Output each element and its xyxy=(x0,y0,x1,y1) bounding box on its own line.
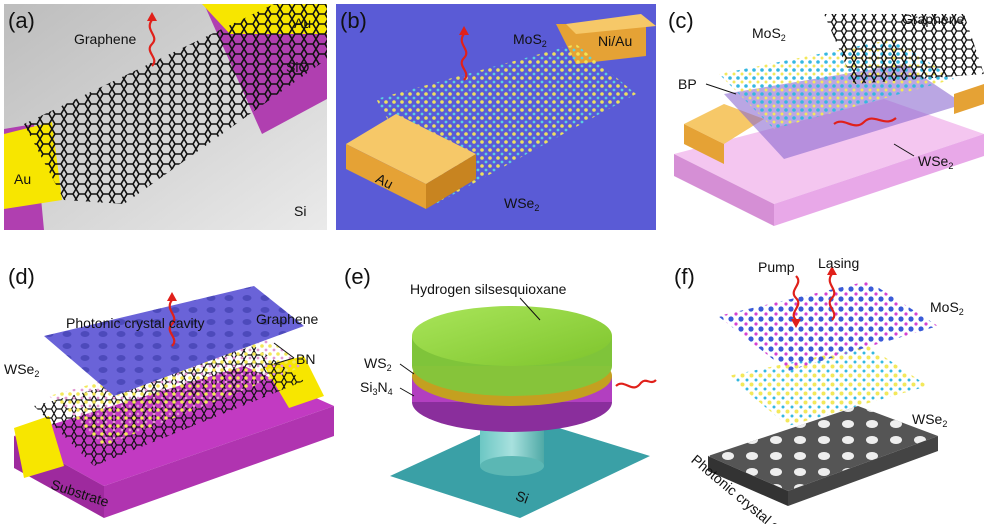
photon-emission-arrow xyxy=(460,33,468,81)
bn-pointer-2 xyxy=(273,357,295,365)
arrow-head-icon xyxy=(147,12,157,21)
graphene-layer xyxy=(824,14,984,84)
photon-emission-arrow xyxy=(833,117,897,127)
bp-label: BP xyxy=(678,76,697,92)
arrow-head-icon xyxy=(167,292,177,301)
wse2-bn-stack xyxy=(49,336,304,446)
graphene-label: Graphene xyxy=(256,311,319,327)
graphene-sheet xyxy=(24,4,327,204)
au-top-face xyxy=(346,114,476,184)
bn-pointer-1 xyxy=(273,342,295,359)
substrate-side xyxy=(774,134,984,226)
wse2-layer xyxy=(728,346,928,426)
pump-label: Pump xyxy=(758,259,795,275)
au-electrode xyxy=(346,144,426,209)
mos2-label: MoS2 xyxy=(752,25,786,43)
panel-e-illustration xyxy=(340,256,660,524)
wse2-label: WSe2 xyxy=(4,361,40,379)
substrate-top xyxy=(674,99,984,204)
au-label-left: Au xyxy=(14,171,32,187)
hsq-label: Hydrogen silsesquioxane xyxy=(410,281,567,297)
lasing-arrow xyxy=(828,273,836,321)
au-label: Au xyxy=(294,15,312,31)
wse2-pointer xyxy=(893,143,915,157)
si-label: Si xyxy=(294,203,307,219)
cavity-front xyxy=(708,456,788,506)
panel-label: (f) xyxy=(674,264,695,289)
ni-au-top xyxy=(566,14,656,34)
panel-c: (c) MoS2 Graphene BP WSe2 xyxy=(664,4,994,230)
left-electrode xyxy=(684,124,724,164)
arrow-head-icon xyxy=(791,319,801,328)
panel-d-illustration xyxy=(4,256,334,524)
mos2-layer xyxy=(718,281,938,371)
bn-label: BN xyxy=(296,351,316,367)
substrate-front xyxy=(674,154,774,226)
arrow-head-icon xyxy=(459,26,469,35)
right-electrode xyxy=(954,84,984,114)
ws2-pointer xyxy=(399,363,415,375)
left-electrode xyxy=(14,416,64,478)
graphene-label: Graphene xyxy=(74,31,137,47)
panel-e: (e) Hydrogen silsesquioxane WS2 Si3N4 Si xyxy=(340,256,660,524)
sio2-label: SiO xyxy=(286,59,310,75)
photon-emission-arrow xyxy=(615,379,657,389)
photon-emission-arrow xyxy=(148,19,156,67)
graphene-label: Graphene xyxy=(902,11,965,27)
pump-arrow xyxy=(792,275,800,321)
panel-f: (f) Pump Lasing MoS2 WSe2 Photonic cryst… xyxy=(668,256,994,524)
panel-label: (c) xyxy=(668,8,694,33)
photon-emission-arrow xyxy=(168,299,176,347)
panel-label: (d) xyxy=(8,264,35,289)
lasing-label: Lasing xyxy=(818,256,860,271)
panel-f-illustration xyxy=(668,256,994,524)
wse2-label: WSe2 xyxy=(912,411,948,429)
panel-b-illustration xyxy=(336,4,656,230)
panel-label: (e) xyxy=(344,264,371,289)
panel-b: (b) MoS2 Ni/Au Au WSe2 xyxy=(336,4,656,230)
wse2-label: WSe2 xyxy=(918,153,954,171)
panel-c-illustration xyxy=(664,4,994,230)
hsq-pointer xyxy=(519,297,541,321)
cavity-side xyxy=(788,436,938,506)
panel-label: (b) xyxy=(340,8,367,33)
arrow-head-icon xyxy=(827,266,837,275)
substrate-side xyxy=(104,406,334,518)
mos2-label: MoS2 xyxy=(513,31,547,49)
panel-label: (a) xyxy=(8,8,35,33)
ni-au-label: Ni/Au xyxy=(598,33,633,49)
mos2-label: MoS2 xyxy=(930,299,964,317)
ws2-label: WS2 xyxy=(364,355,392,373)
bp-pointer xyxy=(705,83,737,95)
hsq-top xyxy=(412,306,612,366)
pillar-base xyxy=(480,456,544,476)
panel-a: (a) Graphene Au Au SiO Si xyxy=(4,4,327,230)
cavity-holes xyxy=(708,406,938,491)
si3n4-label: Si3N4 xyxy=(360,379,393,397)
si3n4-pointer xyxy=(399,387,415,397)
panel-a-illustration xyxy=(4,4,327,230)
panel-d: (d) Photonic crystal cavity Graphene BN … xyxy=(4,256,334,524)
au-side xyxy=(426,154,476,209)
wse2-label: WSe2 xyxy=(504,195,540,213)
cavity-label: Photonic crystal cavity xyxy=(66,315,205,331)
